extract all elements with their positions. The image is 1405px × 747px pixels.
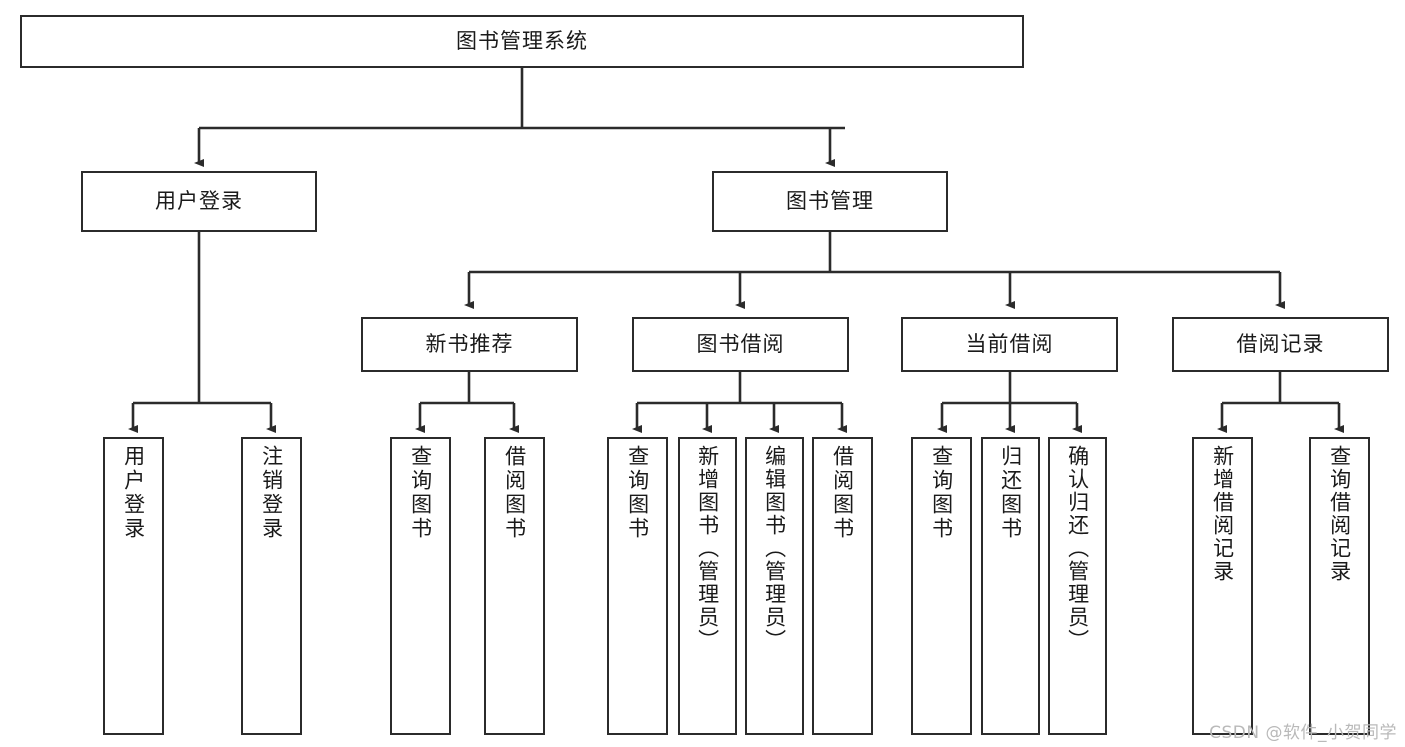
leaf-borrow-add-book-admin[interactable]: 新增图书（管理员）	[678, 437, 737, 735]
node-borrow-record[interactable]: 借阅记录	[1172, 317, 1389, 372]
node-current-borrow[interactable]: 当前借阅	[901, 317, 1118, 372]
node-user-login-label: 用户登录	[155, 188, 243, 213]
leaf-user-login[interactable]: 用户登录	[103, 437, 164, 735]
leaf-current-query-book[interactable]: 查询图书	[911, 437, 972, 735]
node-book-management[interactable]: 图书管理	[712, 171, 948, 232]
leaf-record-add-record-label: 新增借阅记录	[1210, 445, 1235, 583]
leaf-newbook-borrow-book[interactable]: 借阅图书	[484, 437, 545, 735]
leaf-borrow-borrow-book-label: 借阅图书	[830, 445, 855, 541]
leaf-newbook-borrow-book-label: 借阅图书	[502, 445, 527, 541]
leaf-record-add-record[interactable]: 新增借阅记录	[1192, 437, 1253, 735]
node-book-management-label: 图书管理	[786, 188, 874, 213]
leaf-record-query-record-label: 查询借阅记录	[1327, 445, 1352, 583]
leaf-user-login-label: 用户登录	[121, 445, 146, 541]
leaf-current-return-book-label: 归还图书	[998, 445, 1023, 541]
leaf-borrow-query-book-label: 查询图书	[625, 445, 650, 541]
leaf-newbook-query-book[interactable]: 查询图书	[390, 437, 451, 735]
node-user-login[interactable]: 用户登录	[81, 171, 317, 232]
csdn-watermark: CSDN @软件_小贺同学	[1209, 723, 1397, 743]
node-root[interactable]: 图书管理系统	[20, 15, 1024, 68]
leaf-current-confirm-return-admin[interactable]: 确认归还（管理员）	[1048, 437, 1107, 735]
leaf-borrow-query-book[interactable]: 查询图书	[607, 437, 668, 735]
leaf-newbook-query-book-label: 查询图书	[408, 445, 433, 541]
node-current-borrow-label: 当前借阅	[965, 331, 1054, 356]
node-root-label: 图书管理系统	[456, 28, 588, 53]
node-new-book-recommend-label: 新书推荐	[425, 331, 514, 356]
leaf-current-query-book-label: 查询图书	[929, 445, 954, 541]
leaf-record-query-record[interactable]: 查询借阅记录	[1309, 437, 1370, 735]
node-new-book-recommend[interactable]: 新书推荐	[361, 317, 578, 372]
leaf-user-logout-label: 注销登录	[259, 445, 284, 541]
leaf-borrow-edit-book-admin[interactable]: 编辑图书（管理员）	[745, 437, 804, 735]
leaf-borrow-edit-book-admin-label: 编辑图书（管理员）	[762, 445, 787, 652]
node-borrow-record-label: 借阅记录	[1236, 331, 1325, 356]
leaf-borrow-add-book-admin-label: 新增图书（管理员）	[695, 445, 720, 652]
leaf-current-return-book[interactable]: 归还图书	[981, 437, 1040, 735]
node-book-borrow[interactable]: 图书借阅	[632, 317, 849, 372]
leaf-current-confirm-return-admin-label: 确认归还（管理员）	[1065, 445, 1090, 652]
leaf-borrow-borrow-book[interactable]: 借阅图书	[812, 437, 873, 735]
node-book-borrow-label: 图书借阅	[696, 331, 785, 356]
leaf-user-logout[interactable]: 注销登录	[241, 437, 302, 735]
